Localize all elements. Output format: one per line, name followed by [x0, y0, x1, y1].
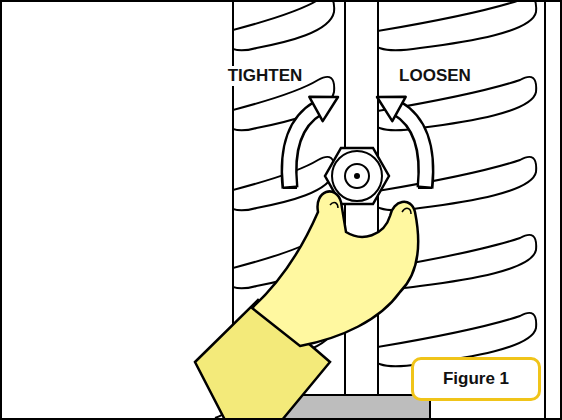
- hand: [195, 191, 418, 420]
- grille-fin: [379, 0, 536, 50]
- channel: [345, 0, 378, 420]
- panel-edge: [544, 0, 546, 420]
- figure-caption: Figure 1: [443, 369, 509, 389]
- channel-line: [344, 0, 346, 420]
- figure-tag: Figure 1: [411, 357, 541, 401]
- channel-line: [377, 0, 379, 420]
- base-bracket: [280, 395, 430, 420]
- channel-line: [344, 0, 346, 420]
- direction-label: TIGHTEN: [226, 66, 305, 86]
- turn-arrow: [377, 97, 432, 188]
- channel-line: [377, 0, 379, 420]
- turn-arrow: [283, 97, 338, 188]
- grille-fin: [233, 0, 334, 50]
- grille-fins: [379, 0, 536, 366]
- direction-label: LOOSEN: [397, 66, 473, 86]
